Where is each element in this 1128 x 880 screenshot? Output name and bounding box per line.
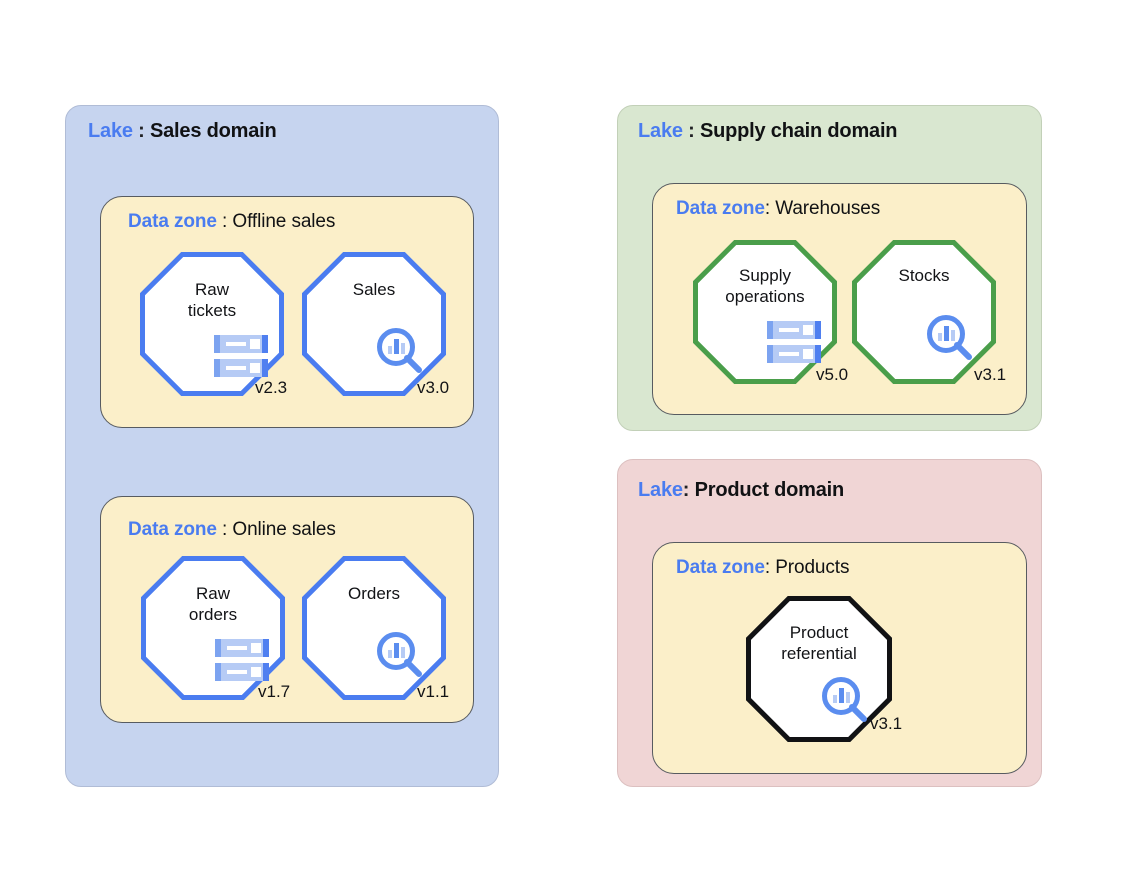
octagon-shape-blue (140, 252, 284, 396)
data-asset-version: v1.7 (258, 682, 291, 701)
lake-name: Supply chain domain (699, 120, 898, 142)
data-zone-separator: : (764, 198, 776, 219)
data-asset-stocks[interactable]: Stocks v3.1 (852, 240, 1006, 384)
data-asset-version: v1.1 (417, 682, 450, 701)
data-zone-separator: : (216, 211, 233, 232)
data-zone-title-products: Data zone: Products (676, 557, 849, 579)
data-asset-label: Raw tickets (187, 280, 237, 320)
data-asset-label: Product referential (781, 623, 857, 663)
lake-title-supply-chain-domain: Lake : Supply chain domain (638, 120, 898, 143)
data-asset-raw-tickets[interactable]: Raw tickets v2.3 (140, 252, 288, 397)
data-asset-version: v5.0 (816, 365, 849, 384)
data-zone-separator: : (216, 519, 233, 540)
data-asset-label: Supply operations (725, 266, 805, 306)
data-asset-orders[interactable]: Orders v1.1 (302, 556, 450, 701)
octagon-shape-blue (141, 556, 285, 700)
lake-name: Product domain (694, 479, 845, 501)
data-zone-separator: : (764, 557, 776, 578)
data-zone-name: Products (775, 557, 850, 578)
data-asset-label: Orders (348, 584, 400, 603)
data-zone-title-offline-sales: Data zone : Offline sales (128, 211, 335, 233)
lake-keyword: Lake (638, 120, 683, 142)
lake-separator: : (682, 479, 695, 501)
data-asset-raw-orders[interactable]: Raw orders v1.7 (141, 556, 290, 701)
data-asset-version: v3.1 (870, 714, 903, 733)
data-asset-product-referential[interactable]: Product referential v3.1 (746, 596, 902, 742)
lake-keyword: Lake (638, 479, 683, 501)
data-asset-supply-operations[interactable]: Supply operations v5.0 (693, 240, 848, 384)
lake-keyword: Lake (88, 120, 133, 142)
data-asset-version: v3.0 (417, 378, 450, 397)
data-asset-label: Stocks (898, 266, 950, 285)
data-zone-name: Online sales (232, 519, 336, 540)
data-asset-sales[interactable]: Sales v3.0 (302, 252, 450, 397)
data-asset-version: v3.1 (974, 365, 1007, 384)
data-asset-label: Raw orders (188, 584, 238, 624)
lake-separator: : (682, 120, 700, 142)
data-zone-keyword: Data zone (128, 519, 217, 540)
data-zone-keyword: Data zone (676, 198, 765, 219)
data-zone-title-online-sales: Data zone : Online sales (128, 519, 336, 541)
data-zone-title-warehouses: Data zone: Warehouses (676, 198, 880, 220)
data-zone-keyword: Data zone (128, 211, 217, 232)
data-asset-label: Sales (352, 280, 396, 299)
data-asset-version: v2.3 (255, 378, 288, 397)
data-zone-name: Offline sales (232, 211, 336, 232)
data-zone-keyword: Data zone (676, 557, 765, 578)
lake-title-product-domain: Lake: Product domain (638, 479, 844, 502)
data-zone-name: Warehouses (775, 198, 881, 219)
lake-separator: : (132, 120, 150, 142)
lake-name: Sales domain (149, 120, 277, 142)
lake-title-sales-domain: Lake : Sales domain (88, 120, 277, 143)
